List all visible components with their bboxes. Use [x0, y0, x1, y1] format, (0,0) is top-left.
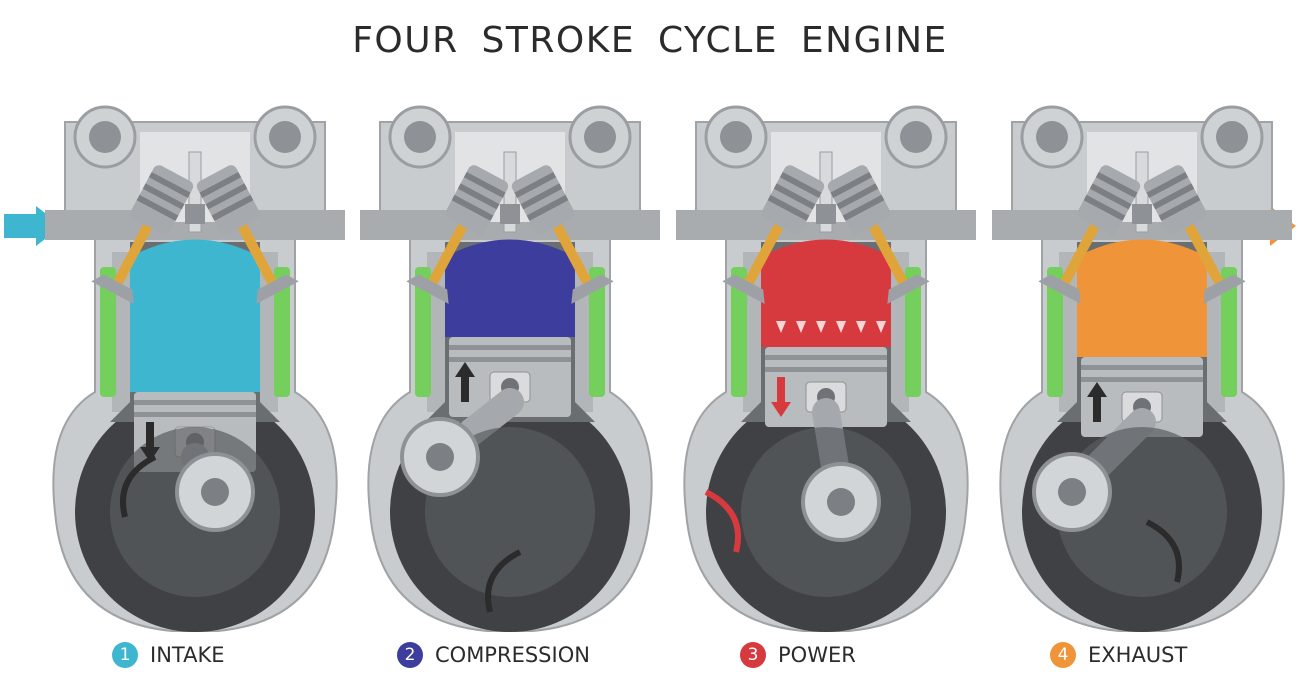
- label-compression: 2 COMPRESSION: [397, 640, 590, 670]
- stroke-name: POWER: [778, 643, 856, 667]
- piston-direction-arrow-icon: [140, 422, 160, 462]
- engine-cross-section: [676, 105, 976, 632]
- piston-direction-arrow-icon: [771, 377, 791, 417]
- stroke-number-badge: 3: [740, 642, 766, 668]
- engine-cross-section: [360, 105, 660, 632]
- stroke-number-badge: 1: [112, 642, 138, 668]
- label-power: 3 POWER: [740, 640, 856, 670]
- crank-rotation-arrow-icon: [704, 489, 741, 553]
- stage-compression: [360, 92, 660, 632]
- stage-exhaust: [992, 92, 1292, 632]
- crank-rotation-arrow-icon: [485, 549, 522, 613]
- stroke-number-badge: 2: [397, 642, 423, 668]
- engine-cross-section: [45, 105, 345, 632]
- stroke-name: COMPRESSION: [435, 643, 590, 667]
- engine-cross-section: [992, 105, 1292, 632]
- crank-rotation-arrow-icon: [120, 454, 157, 518]
- stage-intake: [45, 92, 345, 632]
- diagram-title: FOUR STROKE CYCLE ENGINE: [352, 20, 948, 61]
- stroke-name: INTAKE: [150, 643, 225, 667]
- stroke-number-badge: 4: [1050, 642, 1076, 668]
- piston-direction-arrow-icon: [455, 362, 475, 402]
- label-exhaust: 4 EXHAUST: [1050, 640, 1187, 670]
- piston-direction-arrow-icon: [1087, 382, 1107, 422]
- crank-rotation-arrow-icon: [1145, 519, 1182, 583]
- label-intake: 1 INTAKE: [112, 640, 225, 670]
- stage-power: [676, 92, 976, 632]
- stroke-name: EXHAUST: [1088, 643, 1188, 667]
